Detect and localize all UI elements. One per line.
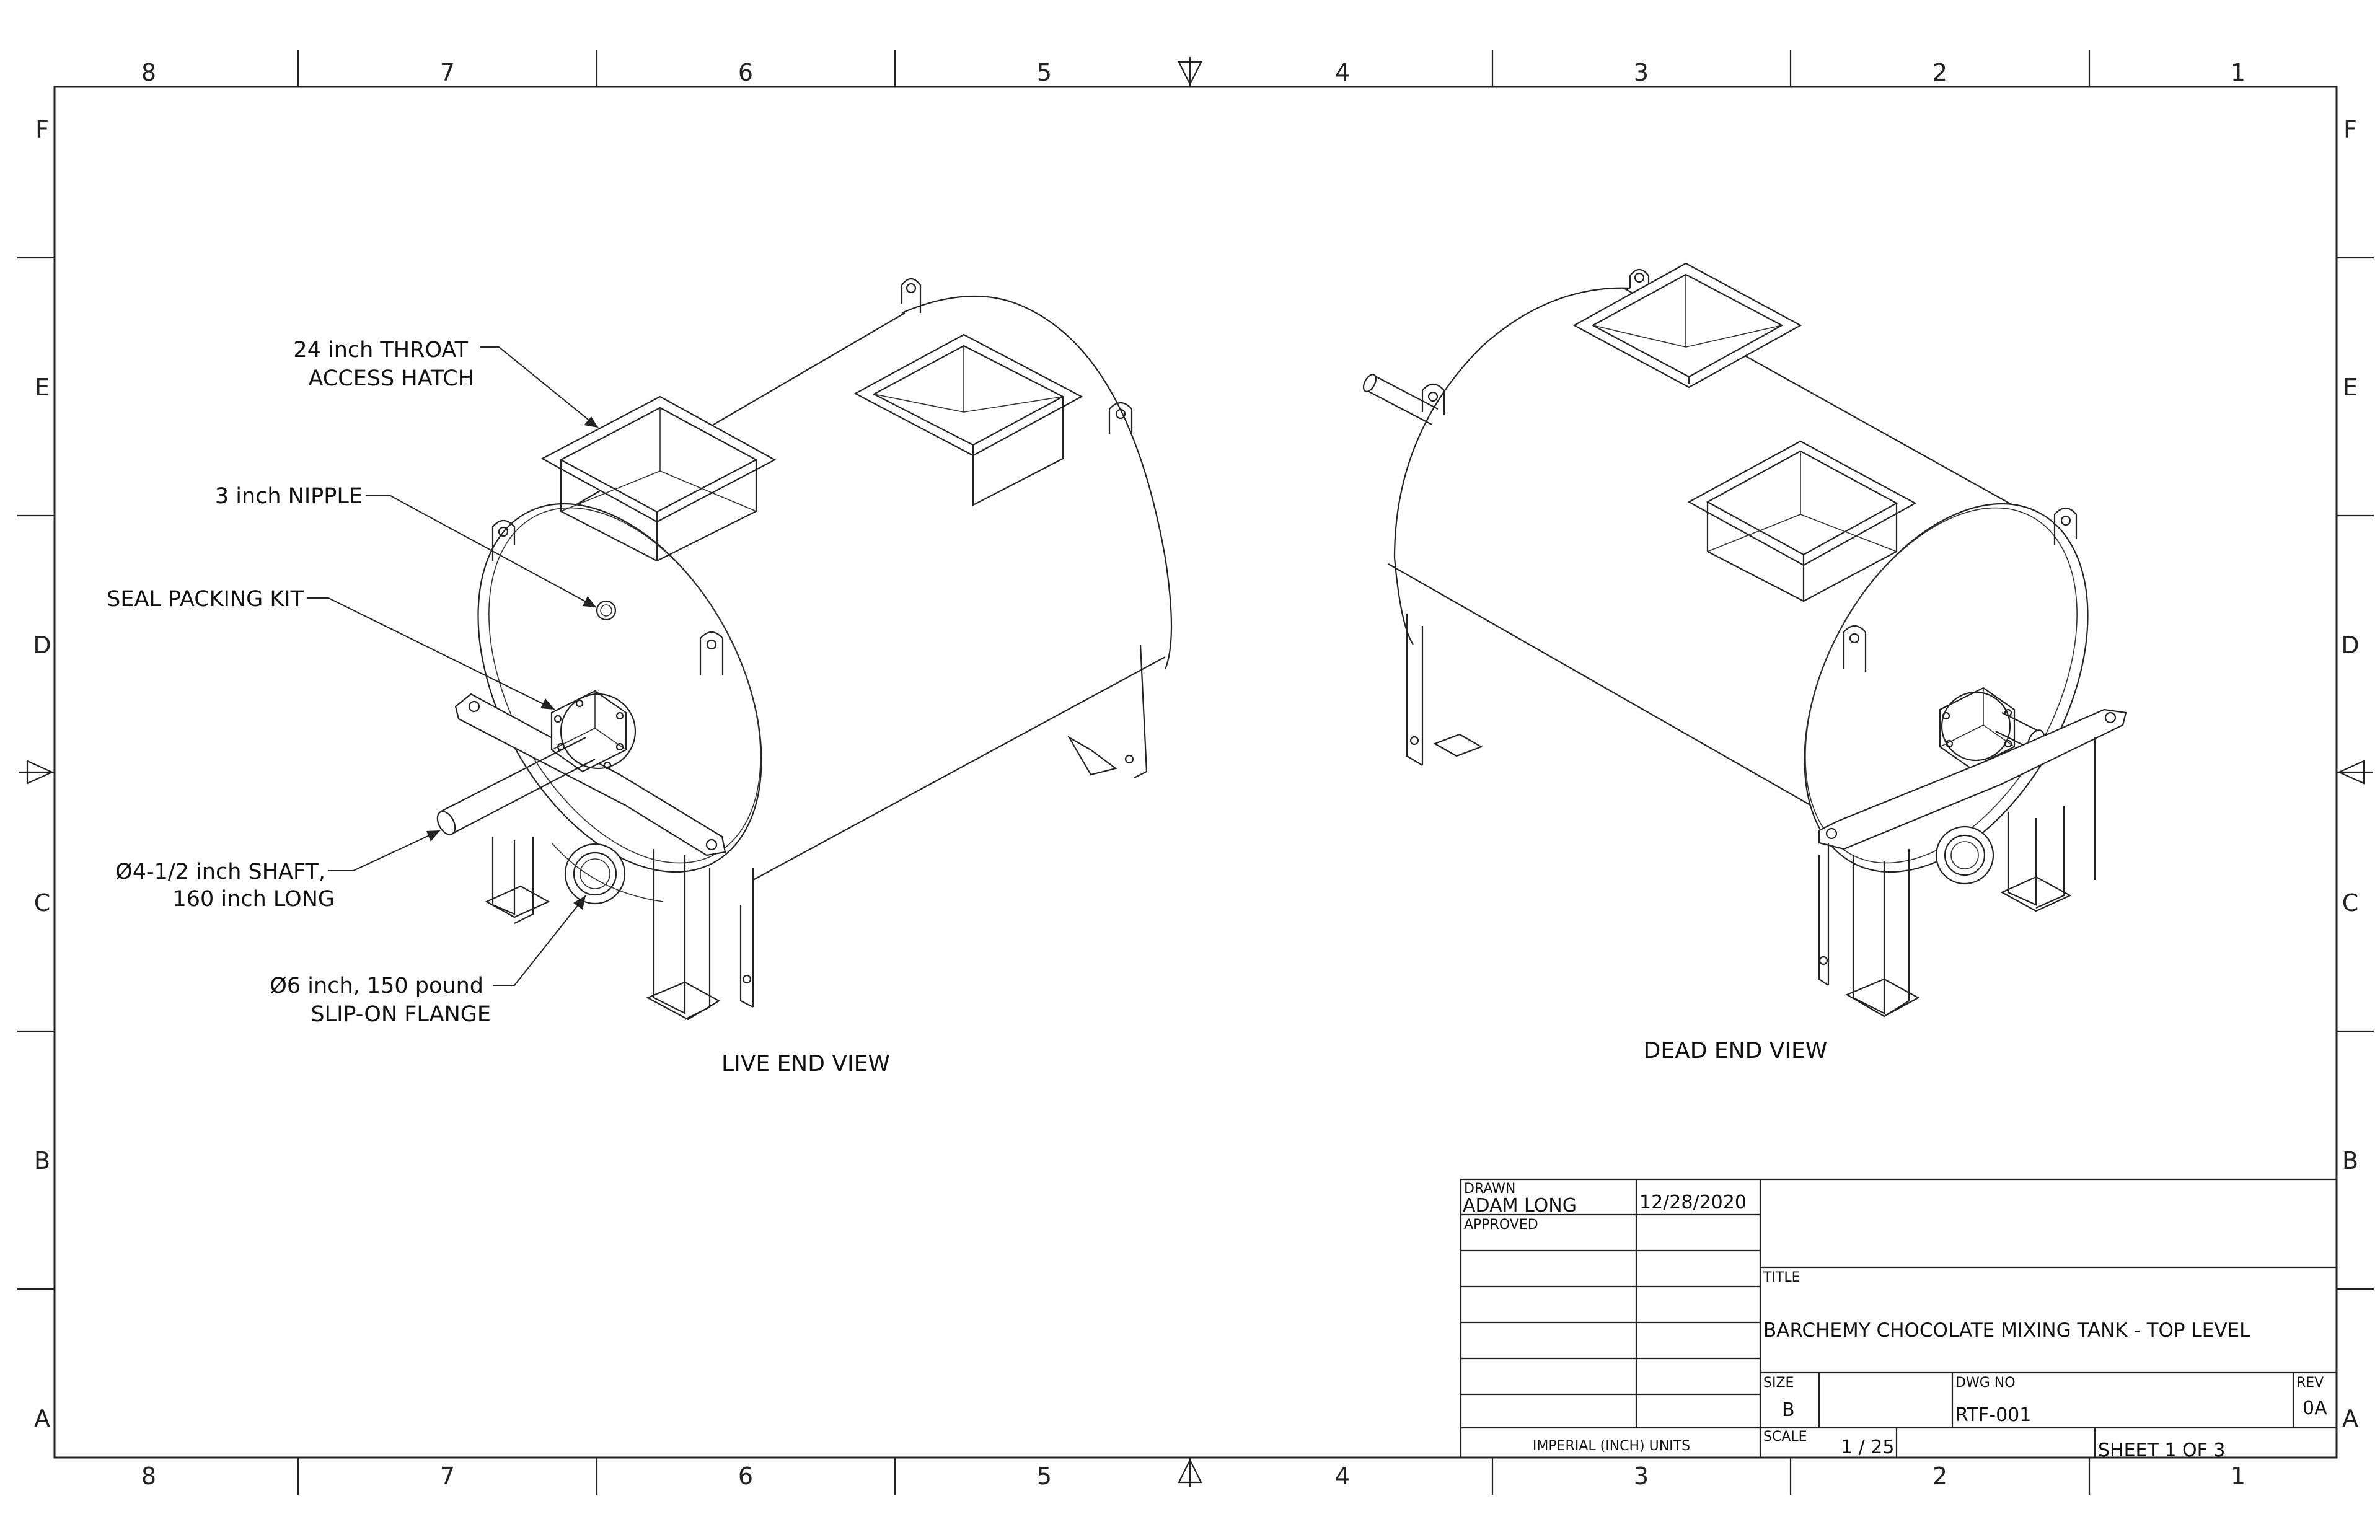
row-labels-right: F E D C B A <box>2341 116 2359 1432</box>
column-label-3-bottom: 3 <box>1634 1463 1649 1490</box>
callout-seal-packing-kit: SEAL PACKING KIT <box>107 587 304 612</box>
tb-dwg-no-label: DWG NO <box>1955 1375 2016 1391</box>
column-label-2: 2 <box>1933 59 1947 86</box>
tb-sheet: SHEET 1 OF 3 <box>2098 1440 2226 1461</box>
column-labels-bottom: 8 7 6 5 4 3 2 1 <box>141 1463 2246 1490</box>
tb-drawn-label: DRAWN <box>1464 1181 1515 1197</box>
column-label-1-bottom: 1 <box>2231 1463 2246 1490</box>
column-labels-top: 8 7 6 5 4 3 2 1 <box>141 59 2246 86</box>
column-label-4-bottom: 4 <box>1335 1463 1350 1490</box>
callout-shaft-line2: 160 inch LONG <box>173 887 335 912</box>
row-label-f-right: F <box>2343 116 2357 143</box>
row-labels-left: F E D C B A <box>33 116 51 1432</box>
view-label-live-end: LIVE END VIEW <box>721 1051 890 1076</box>
tb-rev-label: REV <box>2296 1375 2324 1391</box>
column-label-6: 6 <box>738 59 753 86</box>
callout-flange-line2: SLIP-ON FLANGE <box>311 1002 491 1027</box>
row-label-b: B <box>34 1147 50 1174</box>
tb-title-label: TITLE <box>1763 1270 1800 1285</box>
tb-scale: 1 / 25 <box>1841 1437 1894 1458</box>
column-label-7-bottom: 7 <box>440 1463 455 1490</box>
tb-dwg-no: RTF-001 <box>1955 1404 2031 1426</box>
callouts: 24 inch THROAT ACCESS HATCH 3 inch NIPPL… <box>107 338 491 1027</box>
row-label-c: C <box>34 889 51 917</box>
row-label-e: E <box>35 374 50 401</box>
column-label-4: 4 <box>1335 59 1350 86</box>
row-label-c-right: C <box>2342 889 2359 917</box>
column-label-8: 8 <box>141 59 156 86</box>
callout-leaders <box>307 346 599 986</box>
callout-nipple: 3 inch NIPPLE <box>215 484 363 509</box>
tb-units: IMPERIAL (INCH) UNITS <box>1533 1438 1690 1454</box>
row-label-e-right: E <box>2343 374 2358 401</box>
column-label-7: 7 <box>440 59 455 86</box>
dead-end-tank-drawing <box>1362 262 2127 1018</box>
row-label-a-right: A <box>2342 1405 2358 1432</box>
callout-throat-hatch-line1: 24 inch THROAT <box>293 338 468 363</box>
row-label-d: D <box>33 631 51 659</box>
callout-shaft-line1: Ø4-1/2 inch SHAFT, <box>115 860 325 884</box>
tb-drawn-by: ADAM LONG <box>1463 1195 1577 1217</box>
tb-title: BARCHEMY CHOCOLATE MIXING TANK - TOP LEV… <box>1763 1319 2250 1342</box>
tb-size-label: SIZE <box>1763 1375 1794 1391</box>
tb-size: B <box>1782 1399 1795 1421</box>
column-label-5: 5 <box>1037 59 1052 86</box>
column-label-5-bottom: 5 <box>1037 1463 1052 1490</box>
column-label-8-bottom: 8 <box>141 1463 156 1490</box>
sheet-border <box>17 50 2374 1495</box>
tb-drawn-date: 12/28/2020 <box>1639 1192 1747 1213</box>
row-label-d-right: D <box>2341 631 2359 659</box>
view-label-dead-end: DEAD END VIEW <box>1644 1038 1828 1063</box>
tb-approved-label: APPROVED <box>1464 1217 1538 1233</box>
row-label-f: F <box>35 116 49 143</box>
column-label-6-bottom: 6 <box>738 1463 753 1490</box>
title-block: DRAWN ADAM LONG 12/28/2020 APPROVED IMPE… <box>1460 1178 2338 1461</box>
live-end-tank-drawing <box>436 278 1173 1021</box>
column-label-3: 3 <box>1634 59 1649 86</box>
row-label-a: A <box>34 1405 50 1432</box>
column-label-2-bottom: 2 <box>1933 1463 1947 1490</box>
callout-throat-hatch-line2: ACCESS HATCH <box>308 366 474 391</box>
tb-scale-label: SCALE <box>1763 1429 1807 1445</box>
tb-rev: 0A <box>2303 1397 2327 1419</box>
column-label-1: 1 <box>2231 59 2246 86</box>
row-label-b-right: B <box>2342 1147 2358 1174</box>
callout-flange-line1: Ø6 inch, 150 pound <box>270 974 483 998</box>
